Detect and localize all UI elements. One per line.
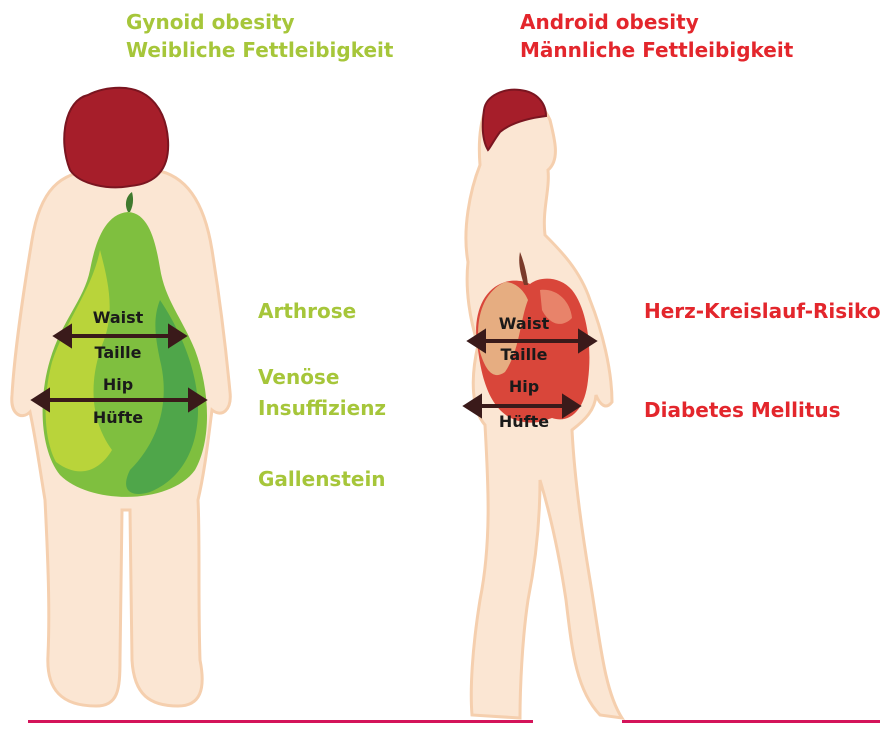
gynoid-risk-arthrose: Arthrose xyxy=(258,296,356,327)
male-waist-label-de: Taille xyxy=(488,345,560,364)
android-risk-diabetes: Diabetes Mellitus xyxy=(644,395,841,426)
female-waist-label: Waist xyxy=(82,308,154,327)
female-hair xyxy=(64,88,168,188)
bottom-rule-right xyxy=(622,720,880,723)
gynoid-risk-gallenstein: Gallenstein xyxy=(258,464,386,495)
android-title-de: Männliche Fettleibigkeit xyxy=(520,36,793,64)
male-figure xyxy=(466,90,622,718)
female-waist-label-de: Taille xyxy=(82,343,154,362)
male-hip-label-de: Hüfte xyxy=(488,412,560,431)
gynoid-risk-venoese: Venöse xyxy=(258,362,339,393)
android-title-en: Android obesity xyxy=(520,8,793,36)
android-risk-herz: Herz-Kreislauf-Risiko xyxy=(644,296,881,327)
gynoid-risk-insuffizienz: Insuffizienz xyxy=(258,393,386,424)
male-waist-label: Waist xyxy=(488,314,560,333)
gynoid-title-de: Weibliche Fettleibigkeit xyxy=(126,36,393,64)
gynoid-title: Gynoid obesity Weibliche Fettleibigkeit xyxy=(126,8,393,64)
male-hip-label: Hip xyxy=(488,377,560,396)
female-hip-label: Hip xyxy=(82,375,154,394)
bottom-rule-left xyxy=(28,720,533,723)
android-title: Android obesity Männliche Fettleibigkeit xyxy=(520,8,793,64)
female-hip-label-de: Hüfte xyxy=(82,408,154,427)
gynoid-title-en: Gynoid obesity xyxy=(126,8,393,36)
female-figure xyxy=(12,88,230,706)
